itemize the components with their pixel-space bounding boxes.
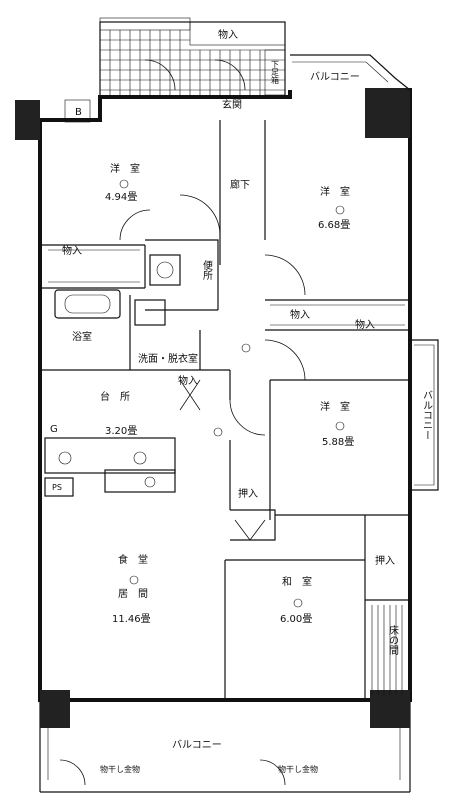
- label-western2-size: 6.68畳: [318, 219, 350, 231]
- label-toilet: 便所: [201, 259, 213, 281]
- top-storage-area: [64, 17, 286, 123]
- label-laundry1: 物干し金物: [100, 764, 140, 774]
- label-storage-top: 物入: [218, 28, 238, 41]
- label-bath: 浴室: [72, 330, 92, 343]
- label-balcony-bottom: バルコニー: [172, 739, 222, 751]
- room-labels: 物入 下足箱 バルコニー B 玄関 洋 室 4.94畳 廊下 洋 室 6.68畳…: [50, 28, 433, 774]
- label-storage-d: 物入: [178, 374, 198, 387]
- label-tokonoma: 床の間: [387, 624, 399, 656]
- label-storage-c: 物入: [355, 318, 375, 331]
- label-western1: 洋 室: [110, 162, 140, 175]
- outer-walls: [15, 54, 439, 793]
- label-closet2: 押入: [375, 554, 395, 567]
- label-western2: 洋 室: [320, 185, 350, 198]
- fixtures: [54, 254, 181, 488]
- label-corridor: 廊下: [230, 178, 250, 191]
- label-dining: 食 堂: [118, 553, 148, 566]
- label-western3: 洋 室: [320, 400, 350, 413]
- label-japanese-size: 6.00畳: [280, 613, 312, 625]
- interior-walls: [40, 120, 410, 700]
- label-balcony-top: バルコニー: [310, 71, 360, 83]
- label-shoe-box: 下足箱: [271, 60, 280, 85]
- label-kitchen-size: 3.20畳: [105, 425, 137, 437]
- label-balcony-right: バルコニー: [421, 390, 433, 440]
- label-washroom: 洗面・脱衣室: [138, 352, 198, 365]
- label-western3-size: 5.88畳: [322, 436, 354, 448]
- label-western1-size: 4.94畳: [105, 191, 137, 203]
- label-closet1: 押入: [238, 487, 258, 500]
- label-japanese: 和 室: [282, 575, 312, 588]
- label-g-box: G: [50, 424, 58, 435]
- label-entrance: 玄関: [222, 98, 242, 111]
- outlet-symbols: [119, 179, 345, 608]
- label-ps: PS: [52, 483, 62, 492]
- label-kitchen: 台 所: [100, 390, 130, 403]
- label-laundry2: 物干し金物: [278, 764, 318, 774]
- doors: [59, 59, 306, 786]
- label-living: 居 間: [118, 588, 148, 600]
- label-b-box: B: [75, 107, 82, 118]
- label-storage-b: 物入: [290, 308, 310, 321]
- label-storage-a: 物入: [62, 244, 82, 257]
- label-living-size: 11.46畳: [112, 613, 151, 625]
